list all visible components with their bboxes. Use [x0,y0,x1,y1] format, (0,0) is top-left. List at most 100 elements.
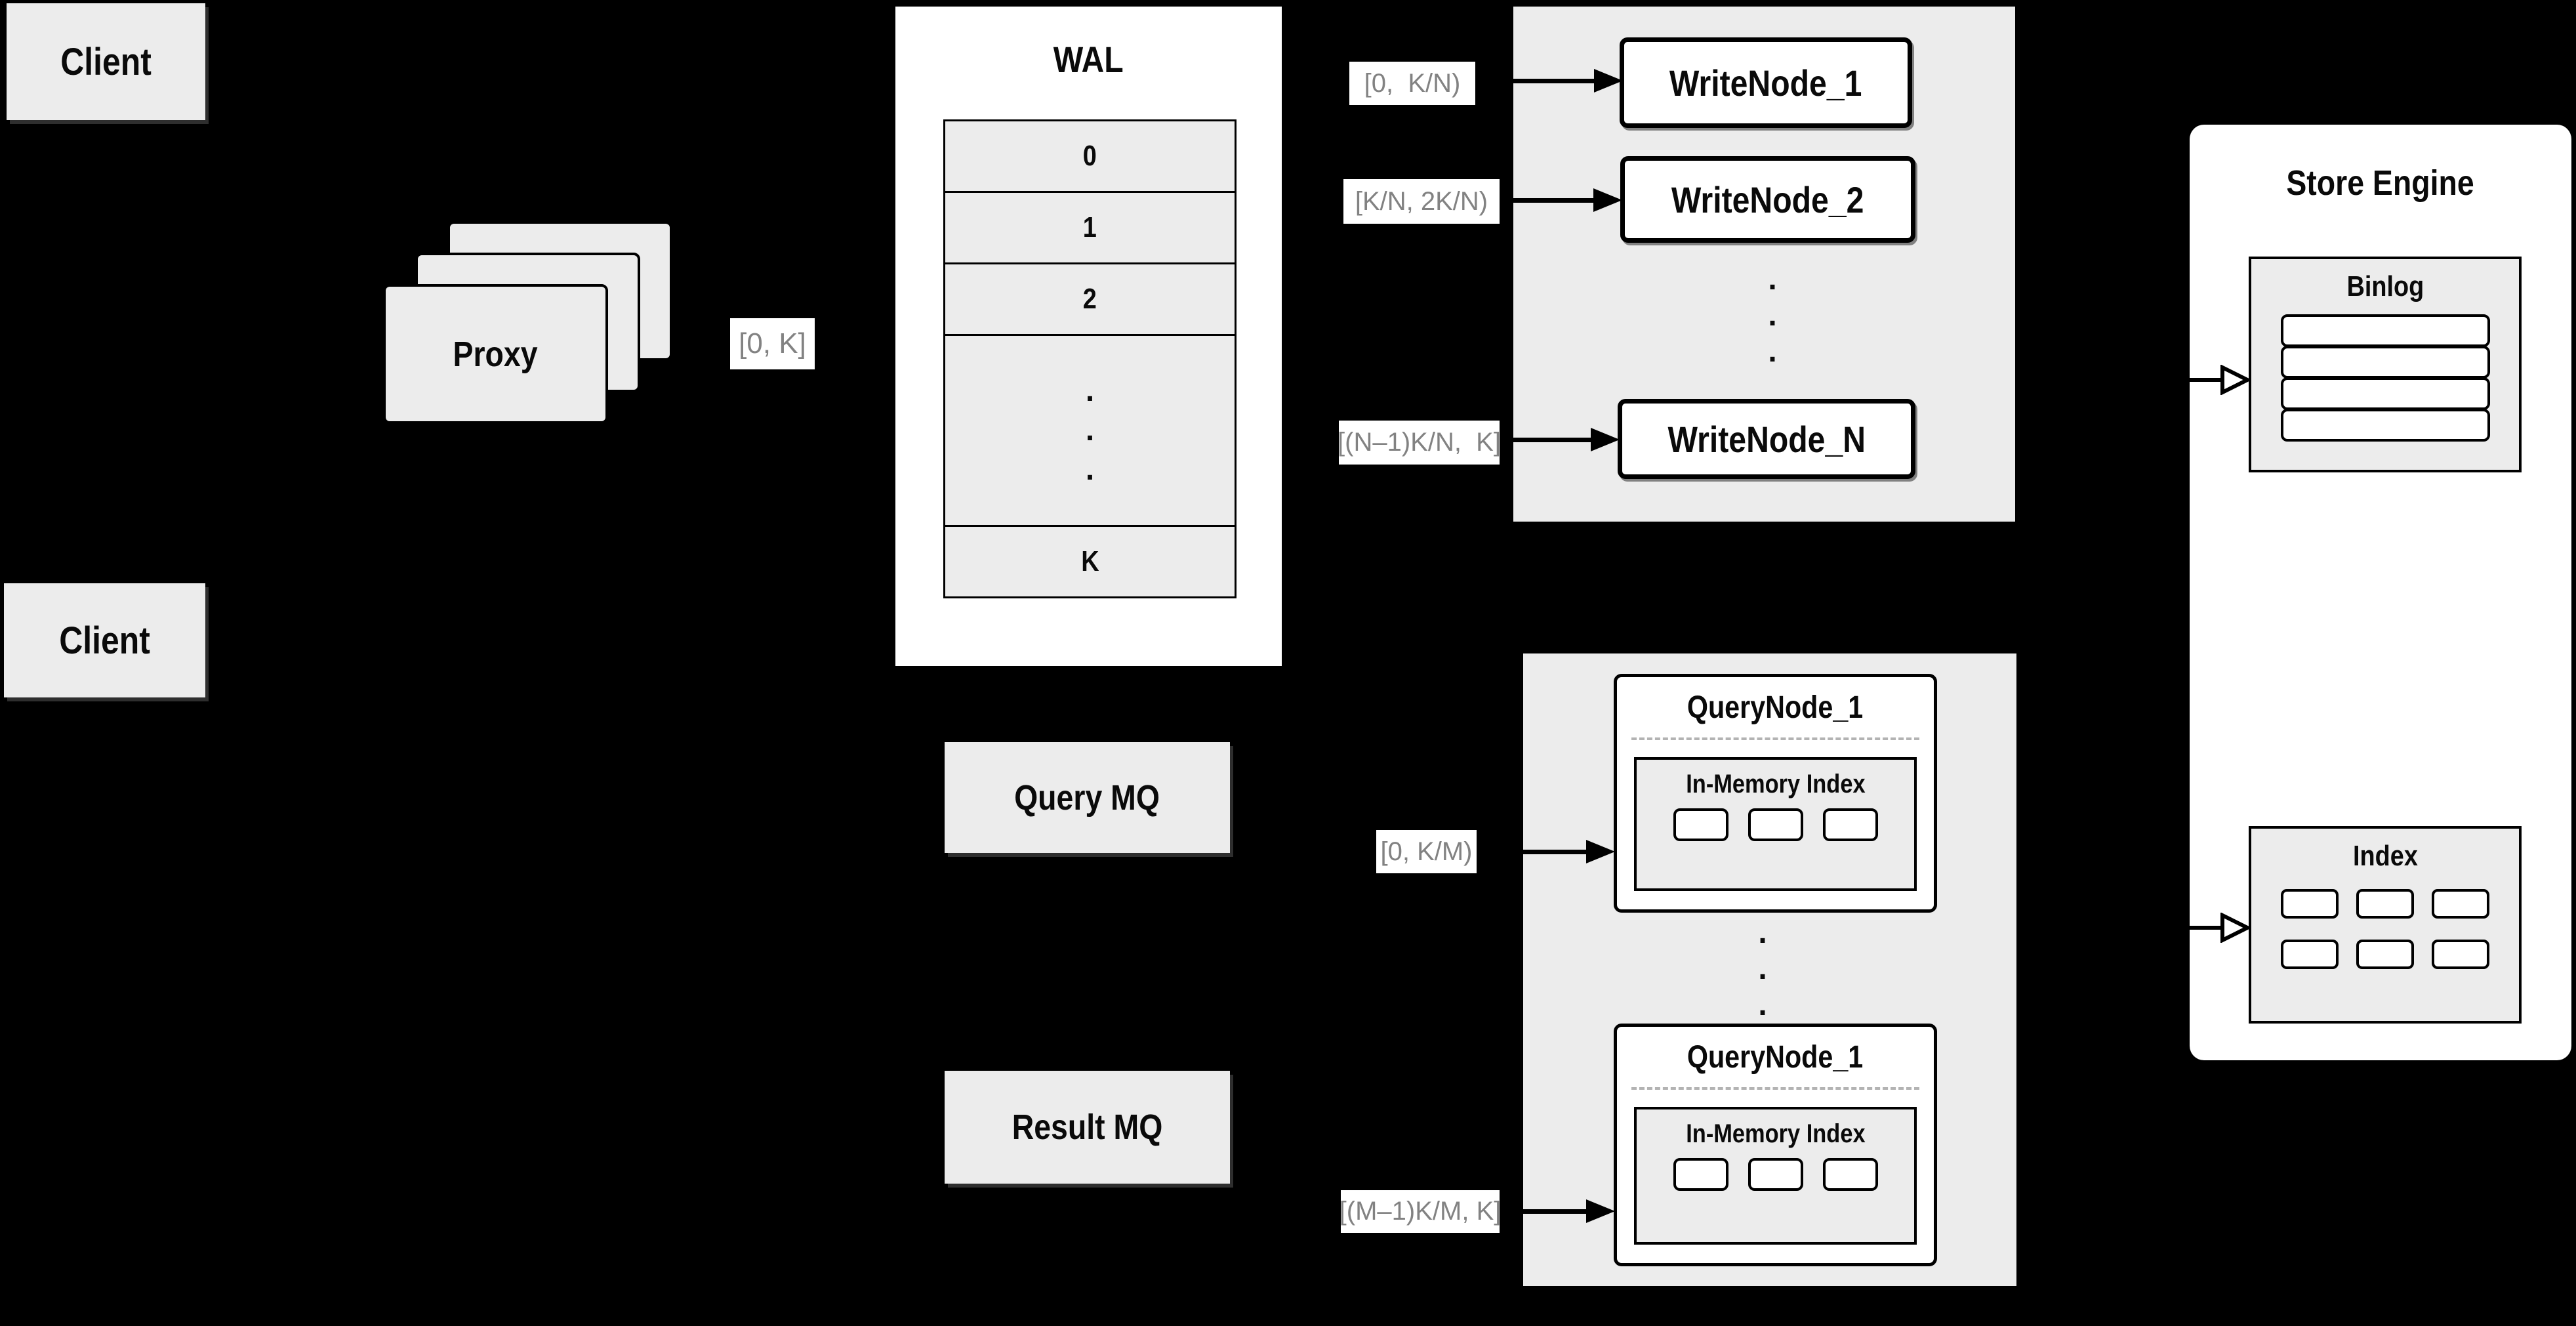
arrow-head-icon [1593,188,1622,212]
range-label-write-node-2: [K/N, 2K/N) [1343,179,1500,224]
binlog-title-row: Binlog [2251,259,2519,314]
binlog-row [2280,377,2490,410]
query-node-top: QueryNode_1 In-Memory Index [1614,674,1937,913]
arrow-shaft [2175,926,2226,930]
arrow-into-binlog [2175,365,2250,395]
client-box-middle: Client [4,583,205,697]
binlog-rows [2280,314,2490,442]
wal-table: 0 1 2 . . . K [943,119,1237,598]
client-top-label: Client [60,40,152,83]
wal-row-1: 1 [943,191,1237,264]
proxy-card-front: Proxy [383,284,608,424]
open-arrow-head-icon [2220,913,2250,943]
memory-segment-cell [1822,1158,1878,1191]
range-label-write-node-1-text: [0, K/N) [1364,68,1461,98]
binlog-row [2280,409,2490,442]
arrow-shaft [1477,850,1590,854]
range-label-write-node-1: [0, K/N) [1349,62,1475,105]
wal-row-ellipsis: . . . [943,334,1237,527]
index-cell [2356,940,2414,969]
memory-segment-cell [1748,808,1803,841]
range-label-query-node-bottom: [(M–1)K/M, K] [1339,1190,1502,1233]
wal-row-2: 2 [943,262,1237,336]
index-cell [2432,889,2489,919]
range-label-0-k-text: [0, K] [739,327,806,360]
memory-segments-top [1637,808,1914,856]
query-node-bottom-title-row: QueryNode_1 [1617,1027,1934,1087]
arrow-head-icon [1586,840,1615,863]
wal-title: WAL [895,38,1282,81]
index-cell [2432,940,2489,969]
binlog-row [2280,346,2490,379]
query-node-bottom: QueryNode_1 In-Memory Index [1614,1024,1937,1266]
query-nodes-ellipsis: . . . [1758,915,1767,1022]
in-memory-index-top-title-row: In-Memory Index [1637,760,1914,808]
range-label-query-node-top-text: [0, K/M) [1380,837,1473,866]
range-label-query-node-top: [0, K/M) [1376,830,1477,873]
range-label-query-node-bottom-text: [(M–1)K/M, K] [1339,1197,1502,1226]
client-box-top: Client [7,3,205,120]
arrow-into-query-node-top [1477,840,1615,863]
query-mq-label: Query MQ [1014,777,1160,818]
memory-segment-cell [1673,808,1728,841]
query-node-top-title-row: QueryNode_1 [1617,677,1934,737]
range-label-write-node-n: [(N–1)K/N, K] [1338,421,1501,465]
wal-box: WAL 0 1 2 . . . K [895,7,1282,666]
index-cells [2251,884,2519,969]
wal-row-2-text: 2 [1082,283,1097,315]
wal-row-1-text: 1 [1082,211,1097,243]
wal-ellipsis-dots: . . . [1085,373,1095,487]
wal-row-0: 0 [943,119,1237,193]
binlog-row [2280,314,2490,347]
open-arrow-head-icon [2220,365,2250,395]
write-node-2: WriteNode_2 [1620,156,1915,243]
wal-title-text: WAL [1053,39,1124,80]
arrow-head-icon [1586,1199,1615,1223]
write-node-1: WriteNode_1 [1620,37,1912,128]
proxy-label: Proxy [453,334,539,374]
index-cell [2356,889,2414,919]
arrow-into-index [2175,913,2250,943]
write-node-n-label: WriteNode_N [1667,418,1866,460]
result-mq-label: Result MQ [1012,1108,1163,1147]
memory-segments-bottom [1637,1158,1914,1205]
arrow-into-write-node-2 [1500,188,1622,212]
in-memory-index-bottom-title: In-Memory Index [1685,1119,1866,1148]
store-engine-box: Store Engine Binlog Index [2190,125,2571,1060]
in-memory-index-bottom-title-row: In-Memory Index [1637,1109,1914,1158]
in-memory-index-box-bottom: In-Memory Index [1634,1107,1917,1245]
query-node-bottom-divider [1631,1087,1919,1090]
wal-row-k-text: K [1080,545,1099,577]
arrow-head-icon [1594,69,1623,93]
arrow-shaft [1500,198,1597,203]
range-label-write-node-n-text: [(N–1)K/N, K] [1338,428,1501,457]
result-mq-box: Result MQ [945,1071,1230,1184]
arrow-into-query-node-bottom [1500,1199,1615,1223]
query-node-top-divider [1631,737,1919,740]
query-node-top-title: QueryNode_1 [1687,690,1864,725]
index-cell [2281,889,2339,919]
arrow-into-write-node-1 [1476,69,1623,93]
in-memory-index-top-title: In-Memory Index [1685,769,1866,798]
arrow-into-write-node-n [1500,428,1620,451]
binlog-box: Binlog [2249,257,2522,472]
range-label-write-node-2-text: [K/N, 2K/N) [1355,186,1488,216]
write-node-n: WriteNode_N [1618,399,1915,479]
arrow-shaft [1500,1209,1590,1214]
memory-segment-cell [1673,1158,1728,1191]
write-node-2-label: WriteNode_2 [1671,178,1864,220]
range-label-0-k: [0, K] [730,318,815,369]
arrow-shaft [1500,438,1595,442]
arrow-head-icon [1591,428,1620,451]
binlog-title: Binlog [2346,270,2424,302]
wal-row-k: K [943,525,1237,598]
index-cell [2281,940,2339,969]
memory-segment-cell [1748,1158,1803,1191]
store-engine-title: Store Engine [2190,163,2571,203]
in-memory-index-box-top: In-Memory Index [1634,757,1917,891]
arrow-shaft [1476,79,1598,83]
write-node-1-label: WriteNode_1 [1669,62,1862,104]
memory-segment-cell [1822,808,1878,841]
wal-row-0-text: 0 [1082,140,1097,172]
